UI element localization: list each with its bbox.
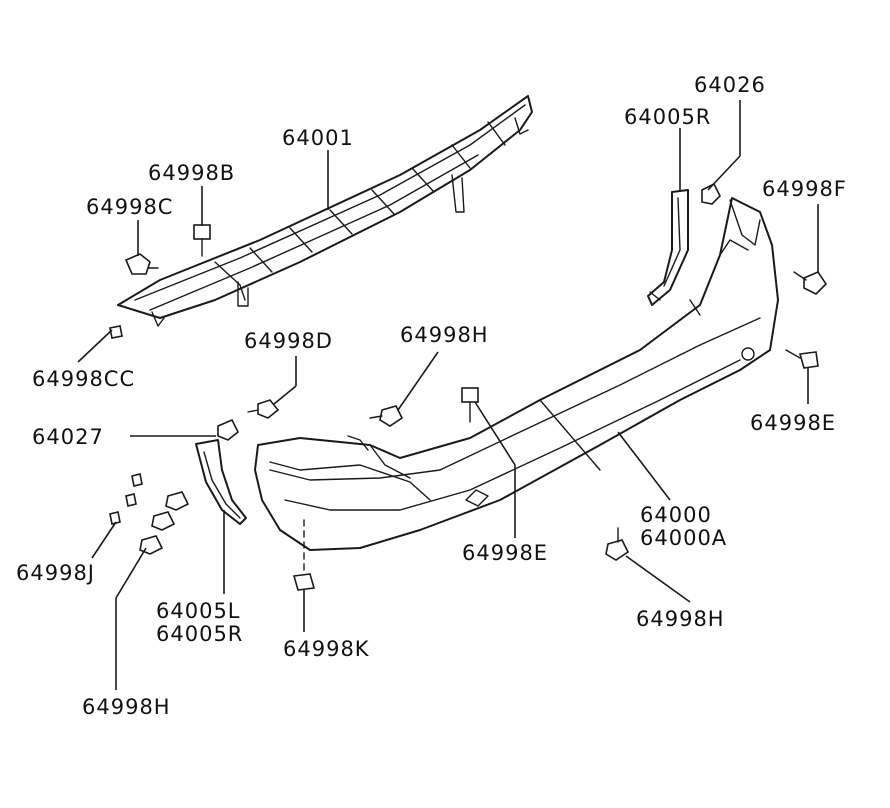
- bumper-reinforcement[interactable]: [117, 95, 533, 327]
- label-64998CC: 64998CC: [32, 367, 135, 391]
- label-64000A: 64000A: [640, 526, 727, 550]
- side-bracket-right[interactable]: [647, 189, 689, 306]
- label-64005L: 64005L: [156, 599, 241, 623]
- label-64998F: 64998F: [762, 177, 847, 201]
- fastener-64998H-right[interactable]: [605, 527, 630, 561]
- leader-lines: [77, 100, 819, 690]
- fastener-64998E-right[interactable]: [785, 349, 819, 369]
- fastener-64998E-mid[interactable]: [461, 387, 479, 423]
- label-64998B: 64998B: [148, 161, 235, 185]
- label-64998H-mid: 64998H: [400, 323, 489, 347]
- label-64998H-right: 64998H: [636, 607, 725, 631]
- fastener-group-left[interactable]: [109, 473, 190, 555]
- label-64005R-top: 64005R: [624, 105, 711, 129]
- label-64000: 64000: [640, 503, 712, 527]
- fastener-64998K[interactable]: [292, 519, 316, 591]
- label-64998J: 64998J: [16, 561, 95, 585]
- fastener-64998D[interactable]: [247, 399, 280, 419]
- label-64998D: 64998D: [244, 329, 333, 353]
- label-64005R-bottom: 64005R: [156, 622, 243, 646]
- fastener-64998C[interactable]: [124, 253, 159, 275]
- fastener-64998B[interactable]: [193, 224, 211, 257]
- fastener-64998F[interactable]: [793, 271, 828, 295]
- bumper-cover[interactable]: [254, 197, 779, 551]
- label-64001: 64001: [282, 126, 354, 150]
- side-bracket-left[interactable]: [195, 439, 247, 525]
- label-64998E-bottom: 64998E: [462, 541, 548, 565]
- fastener-64998H-mid[interactable]: [369, 405, 404, 427]
- label-64998E-right: 64998E: [750, 411, 836, 435]
- fastener-64998CC[interactable]: [109, 325, 123, 339]
- label-64027: 64027: [32, 425, 104, 449]
- label-64998C: 64998C: [86, 195, 173, 219]
- label-64998K: 64998K: [283, 637, 370, 661]
- spacer-64027[interactable]: [217, 418, 240, 441]
- label-64998H-bottom: 64998H: [82, 695, 171, 719]
- label-64026: 64026: [694, 73, 766, 97]
